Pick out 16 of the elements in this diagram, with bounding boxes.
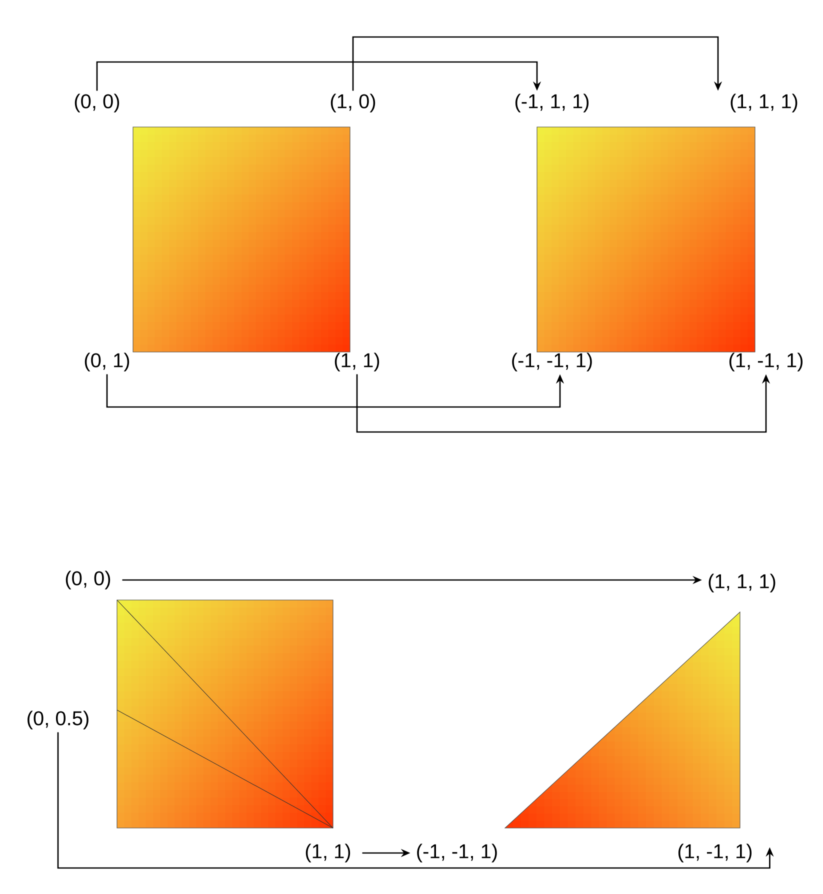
coordinate-label: (0, 0) — [74, 94, 120, 112]
coordinate-label: (1, 1) — [334, 352, 380, 372]
coordinate-label: (1, 1) — [306, 844, 350, 862]
coordinate-label: (1, -1, 1) — [729, 352, 803, 372]
arrow — [96, 61, 542, 91]
coordinate-label: (0, 1) — [84, 352, 130, 372]
coordinate-label: (1, 0) — [330, 94, 376, 112]
coordinate-label: (1, 1, 1) — [708, 574, 776, 592]
coordinate-label: (-1, -1, 1) — [417, 844, 497, 862]
coordinate-label: (1, -1, 1) — [678, 844, 752, 862]
coordinate-label: (-1, -1, 1) — [512, 352, 592, 372]
coordinate-label: (-1, 1, 1) — [515, 94, 589, 112]
arrow — [352, 36, 722, 91]
coordinate-label: (0, 0.5) — [28, 710, 88, 730]
coordinate-label: (1, 1, 1) — [730, 94, 798, 112]
coordinate-label: (0, 0) — [66, 570, 110, 590]
